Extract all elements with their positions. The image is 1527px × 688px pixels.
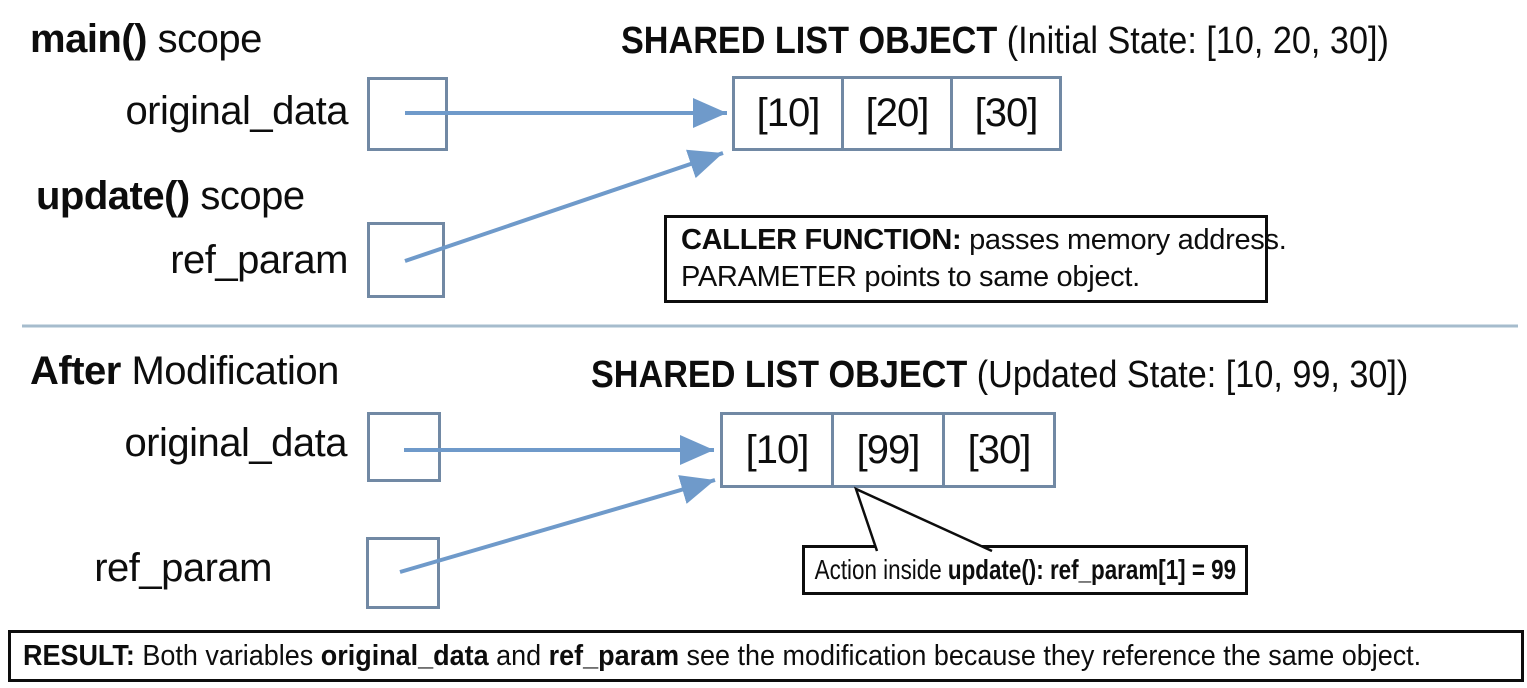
update-scope-title: update() scope xyxy=(36,174,305,218)
label-ref-param-after: ref_param xyxy=(94,546,272,590)
label-original-data-after: original_data xyxy=(124,421,347,465)
label-ref-param-before: ref_param xyxy=(170,238,348,282)
caller-note-line1-bold: CALLER FUNCTION: xyxy=(681,224,962,256)
result-text-1: Both variables xyxy=(134,639,321,672)
list-cell: [10] xyxy=(745,427,810,472)
action-callout-bold: update(): ref_param[1] = 99 xyxy=(947,554,1236,585)
callout-tail-fill xyxy=(856,489,992,550)
after-modification-title: After Modification xyxy=(30,349,339,393)
result-var-original: original_data xyxy=(320,639,489,672)
pointer-box-ref-param-after xyxy=(366,537,440,609)
after-modification-title-rest: Modification xyxy=(120,349,339,393)
shared-list-heading-before: SHARED LIST OBJECT (Initial State: [10, … xyxy=(621,20,1474,62)
shared-list-heading-after-rest: (Updated State: [10, 99, 30]) xyxy=(967,354,1409,396)
result-var-ref: ref_param xyxy=(548,639,680,672)
list-cell: [30] xyxy=(942,415,1053,485)
pointer-box-ref-param-before xyxy=(367,222,445,298)
list-cell: [30] xyxy=(950,79,1059,148)
shared-list-heading-after: SHARED LIST OBJECT (Updated State: [10, … xyxy=(591,354,1499,396)
main-scope-title: main() scope xyxy=(30,17,263,61)
update-scope-title-rest: scope xyxy=(189,174,305,218)
pointer-box-original-data-before xyxy=(367,77,448,151)
caller-note-line1-rest: passes memory address. xyxy=(961,224,1287,256)
caller-note-line2: PARAMETER points to same object. xyxy=(681,261,1140,293)
result-text-2: and xyxy=(488,639,549,672)
action-callout-box: Action inside update(): ref_param[1] = 9… xyxy=(802,545,1248,595)
caller-note-line1: CALLER FUNCTION: passes memory address. xyxy=(681,222,1287,259)
result-label: RESULT: xyxy=(23,639,135,672)
action-callout-normal: Action inside xyxy=(814,554,948,585)
pointer-box-original-data-after xyxy=(367,412,441,482)
list-cell: [10] xyxy=(756,91,821,135)
caller-note-box: CALLER FUNCTION: passes memory address. … xyxy=(664,215,1287,303)
label-original-data-before: original_data xyxy=(125,89,348,133)
result-bar: RESULT: Both variables original_data and… xyxy=(8,630,1524,682)
result-text-3: see the modification because they refere… xyxy=(679,639,1422,672)
list-cell: [99] xyxy=(831,415,942,485)
main-scope-title-bold: main() xyxy=(30,17,148,61)
after-modification-title-bold: After xyxy=(30,349,121,393)
list-cell: [20] xyxy=(841,79,950,148)
callout-tail-outline xyxy=(853,486,993,553)
update-scope-title-bold: update() xyxy=(36,174,190,218)
arrow-ref-param-to-list-after xyxy=(399,475,716,574)
shared-list-heading-before-bold: SHARED LIST OBJECT xyxy=(621,20,998,62)
shared-list-object-after: [10] [99] [30] xyxy=(720,412,1056,488)
main-scope-title-rest: scope xyxy=(147,17,263,61)
shared-list-heading-before-rest: (Initial State: [10, 20, 30]) xyxy=(997,20,1389,62)
shared-list-object-before: [10] [20] [30] xyxy=(732,76,1062,151)
shared-list-heading-after-bold: SHARED LIST OBJECT xyxy=(591,354,968,396)
